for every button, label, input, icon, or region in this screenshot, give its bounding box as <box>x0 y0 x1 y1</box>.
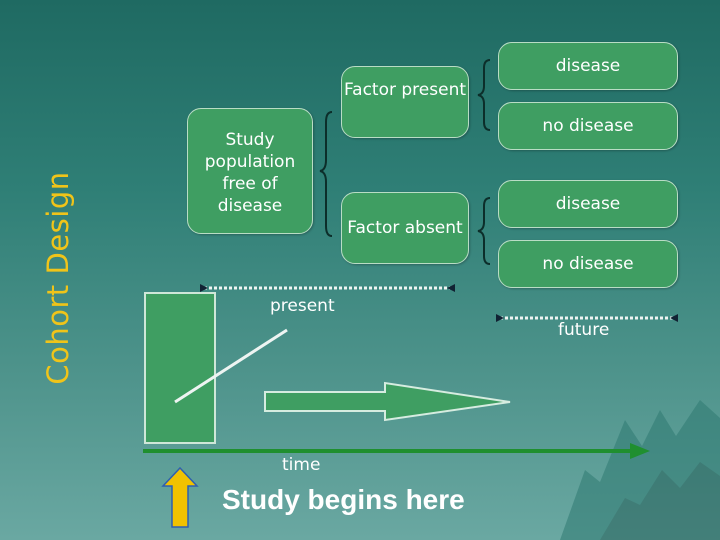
factor-absent-box: Factor absent <box>341 192 469 264</box>
present-label: present <box>270 296 335 316</box>
outcome-box-no-disease-exposed: no disease <box>498 102 678 150</box>
factor-absent-label: Factor absent <box>347 217 462 239</box>
outcome-label: no disease <box>542 115 633 137</box>
future-range-left-marker <box>496 314 504 322</box>
brace-factor-present <box>478 60 490 130</box>
outcome-box-disease-exposed: disease <box>498 42 678 90</box>
time-label: time <box>282 455 320 475</box>
outcome-box-disease-unexposed: disease <box>498 180 678 228</box>
future-label: future <box>558 320 609 340</box>
follow-up-arrow <box>265 383 510 420</box>
mountain-decoration <box>560 400 720 540</box>
study-population-label: Study population free of disease <box>188 129 312 217</box>
study-population-box: Study population free of disease <box>187 108 313 234</box>
study-begins-label: Study begins here <box>222 484 465 516</box>
study-begins-arrow <box>163 468 197 527</box>
outcome-box-no-disease-unexposed: no disease <box>498 240 678 288</box>
present-time-rect <box>145 293 215 443</box>
brace-study <box>320 112 332 236</box>
outcome-label: disease <box>556 55 621 77</box>
brace-factor-absent <box>478 198 490 264</box>
factor-present-box: Factor present <box>341 66 469 138</box>
slide-title: Cohort Design <box>41 171 75 384</box>
factor-present-label: Factor present <box>344 79 466 101</box>
future-range-right-marker <box>670 314 678 322</box>
outcome-label: disease <box>556 193 621 215</box>
present-range-right-marker <box>447 284 455 292</box>
present-range-left-marker <box>200 284 208 292</box>
outcome-label: no disease <box>542 253 633 275</box>
